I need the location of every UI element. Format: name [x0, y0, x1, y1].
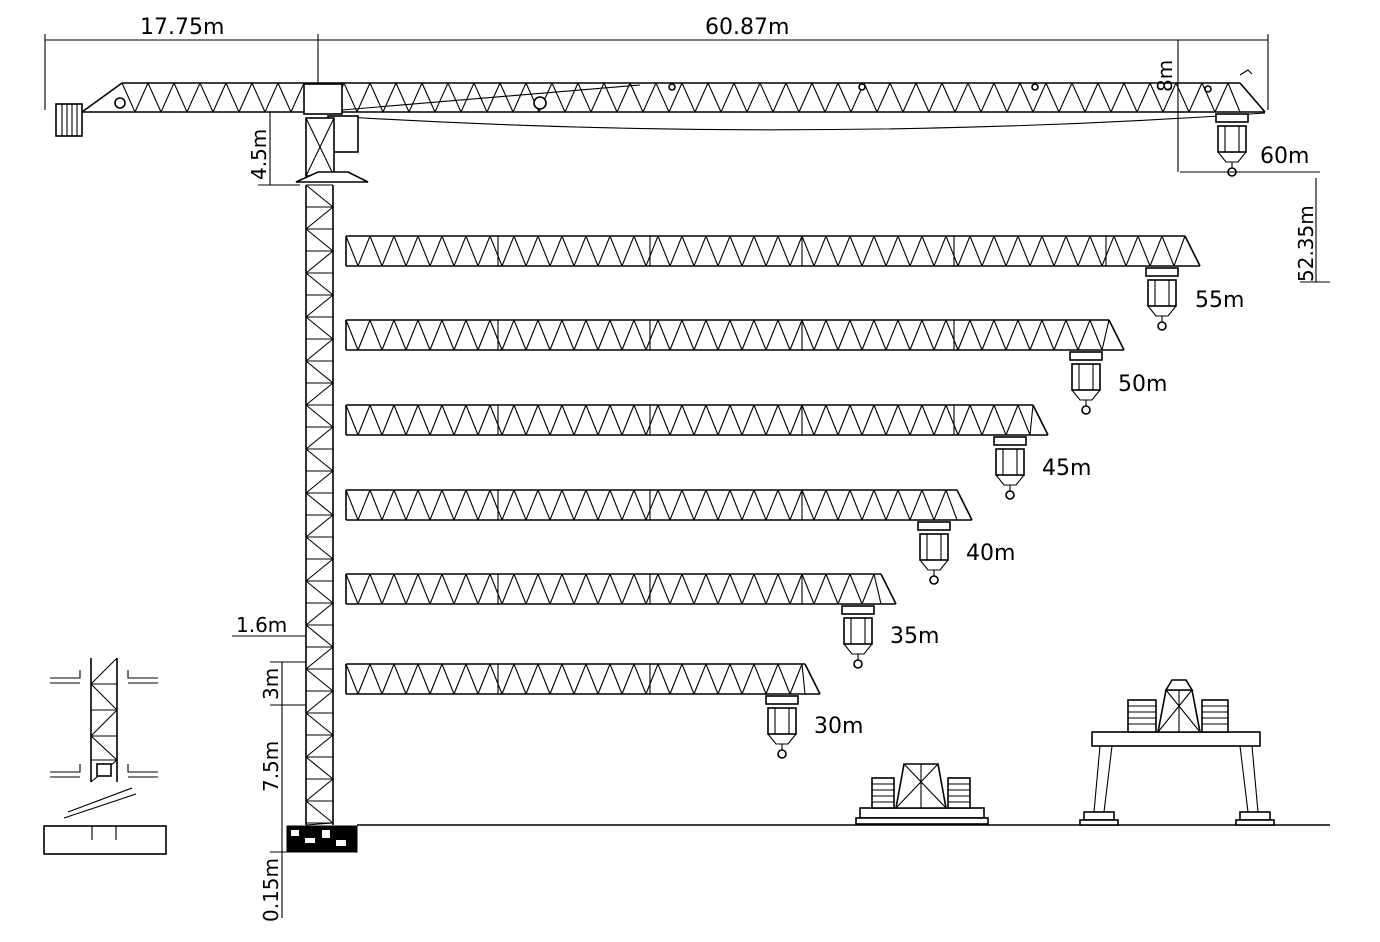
alt-jib-5 — [345, 663, 821, 759]
hook-block-60m — [1215, 113, 1249, 177]
alt-hook-3 — [917, 521, 951, 585]
alt-jib-2 — [345, 404, 1049, 500]
jib-length-label: 60.87m — [705, 15, 789, 40]
gantry-unit — [1079, 679, 1275, 826]
counter-jib — [81, 82, 319, 113]
jib-30m-label: 30m — [814, 714, 863, 739]
foundation-label: 0.15m — [259, 858, 283, 922]
hook-height-label: 52.35m — [1294, 205, 1318, 282]
counterweight — [55, 103, 83, 137]
gantry-stack-left — [1127, 699, 1157, 733]
alt-hook-2 — [993, 436, 1027, 500]
top-height-label: 8m — [1153, 60, 1177, 92]
stack-left — [871, 777, 895, 809]
jib-40m-label: 40m — [966, 541, 1015, 566]
cab — [295, 83, 369, 183]
foundation-block — [286, 825, 358, 853]
alt-jib-4 — [345, 573, 897, 669]
counter-jib-length-label: 17.75m — [140, 15, 224, 40]
transport-trolley-small — [855, 763, 989, 825]
jib-35m-label: 35m — [890, 624, 939, 649]
alt-hook-0 — [1145, 267, 1179, 331]
alt-hook-1 — [1069, 351, 1103, 415]
jib-45m-label: 45m — [1042, 456, 1091, 481]
alternative-jibs — [345, 235, 1201, 759]
stack-right — [947, 777, 971, 809]
jib-50m-label: 50m — [1118, 372, 1167, 397]
alt-hook-5 — [765, 695, 799, 759]
section-width-label: 1.6m — [236, 613, 287, 637]
mast-section-detail — [43, 657, 167, 855]
alt-jib-3 — [345, 489, 973, 585]
base-section-label: 7.5m — [259, 741, 283, 792]
alt-jib-1 — [345, 319, 1125, 415]
hook-block-60m-body — [1215, 113, 1249, 177]
top-dimension-line — [44, 34, 1269, 110]
main-jib — [317, 69, 1266, 131]
gantry-stack-right — [1201, 699, 1229, 733]
cab-height-label: 4.5m — [247, 129, 271, 180]
alt-hook-4 — [841, 605, 875, 669]
alt-jib-0 — [345, 235, 1201, 331]
jib-60m-label: 60m — [1260, 144, 1309, 169]
section-height-label: 3m — [259, 668, 283, 700]
jib-55m-label: 55m — [1195, 288, 1244, 313]
tower-mast — [305, 184, 334, 826]
